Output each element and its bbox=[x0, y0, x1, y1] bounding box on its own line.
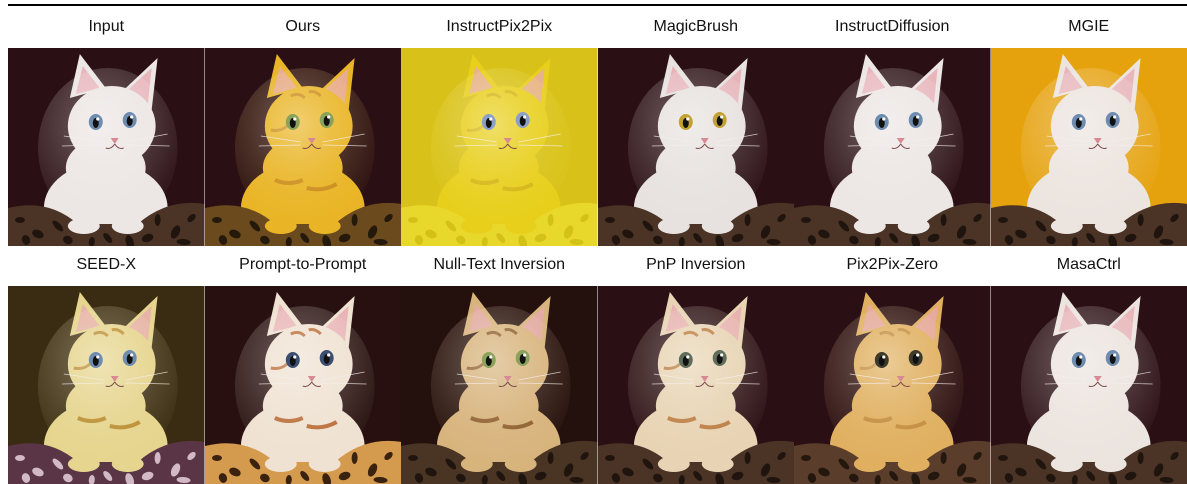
kitten-image bbox=[8, 48, 205, 246]
row-2-images bbox=[8, 286, 1187, 484]
kitten-image bbox=[794, 286, 991, 484]
row-2-labels: SEED-X Prompt-to-Prompt Null-Text Invers… bbox=[8, 250, 1187, 280]
kitten-image bbox=[991, 48, 1187, 246]
kitten-image bbox=[401, 286, 598, 484]
kitten-image bbox=[205, 48, 402, 246]
kitten-illustration bbox=[8, 286, 205, 484]
column-label: MGIE bbox=[991, 12, 1187, 42]
column-label: InstructPix2Pix bbox=[401, 12, 598, 42]
kitten-illustration bbox=[598, 48, 795, 246]
column-label: MagicBrush bbox=[598, 12, 795, 42]
kitten-illustration bbox=[991, 286, 1187, 484]
kitten-image bbox=[598, 286, 795, 484]
top-rule bbox=[8, 4, 1187, 6]
kitten-image bbox=[205, 286, 402, 484]
column-label: Input bbox=[8, 12, 205, 42]
column-label: SEED-X bbox=[8, 250, 205, 280]
column-label: MasaCtrl bbox=[991, 250, 1187, 280]
column-label: Pix2Pix-Zero bbox=[794, 250, 991, 280]
kitten-image bbox=[794, 48, 991, 246]
kitten-illustration bbox=[8, 48, 205, 246]
kitten-image bbox=[401, 48, 598, 246]
column-label: Ours bbox=[205, 12, 402, 42]
kitten-illustration bbox=[401, 48, 598, 246]
kitten-illustration bbox=[794, 286, 991, 484]
kitten-illustration bbox=[401, 286, 598, 484]
column-label: PnP Inversion bbox=[598, 250, 795, 280]
kitten-image bbox=[8, 286, 205, 484]
column-label: Null-Text Inversion bbox=[401, 250, 598, 280]
kitten-image bbox=[598, 48, 795, 246]
row-1-images bbox=[8, 48, 1187, 246]
column-label: InstructDiffusion bbox=[794, 12, 991, 42]
kitten-illustration bbox=[598, 286, 795, 484]
kitten-illustration bbox=[991, 48, 1187, 246]
kitten-image bbox=[991, 286, 1187, 484]
row-1-labels: Input Ours InstructPix2Pix MagicBrush In… bbox=[8, 12, 1187, 42]
kitten-illustration bbox=[205, 48, 402, 246]
kitten-illustration bbox=[205, 286, 402, 484]
column-label: Prompt-to-Prompt bbox=[205, 250, 402, 280]
kitten-illustration bbox=[794, 48, 991, 246]
